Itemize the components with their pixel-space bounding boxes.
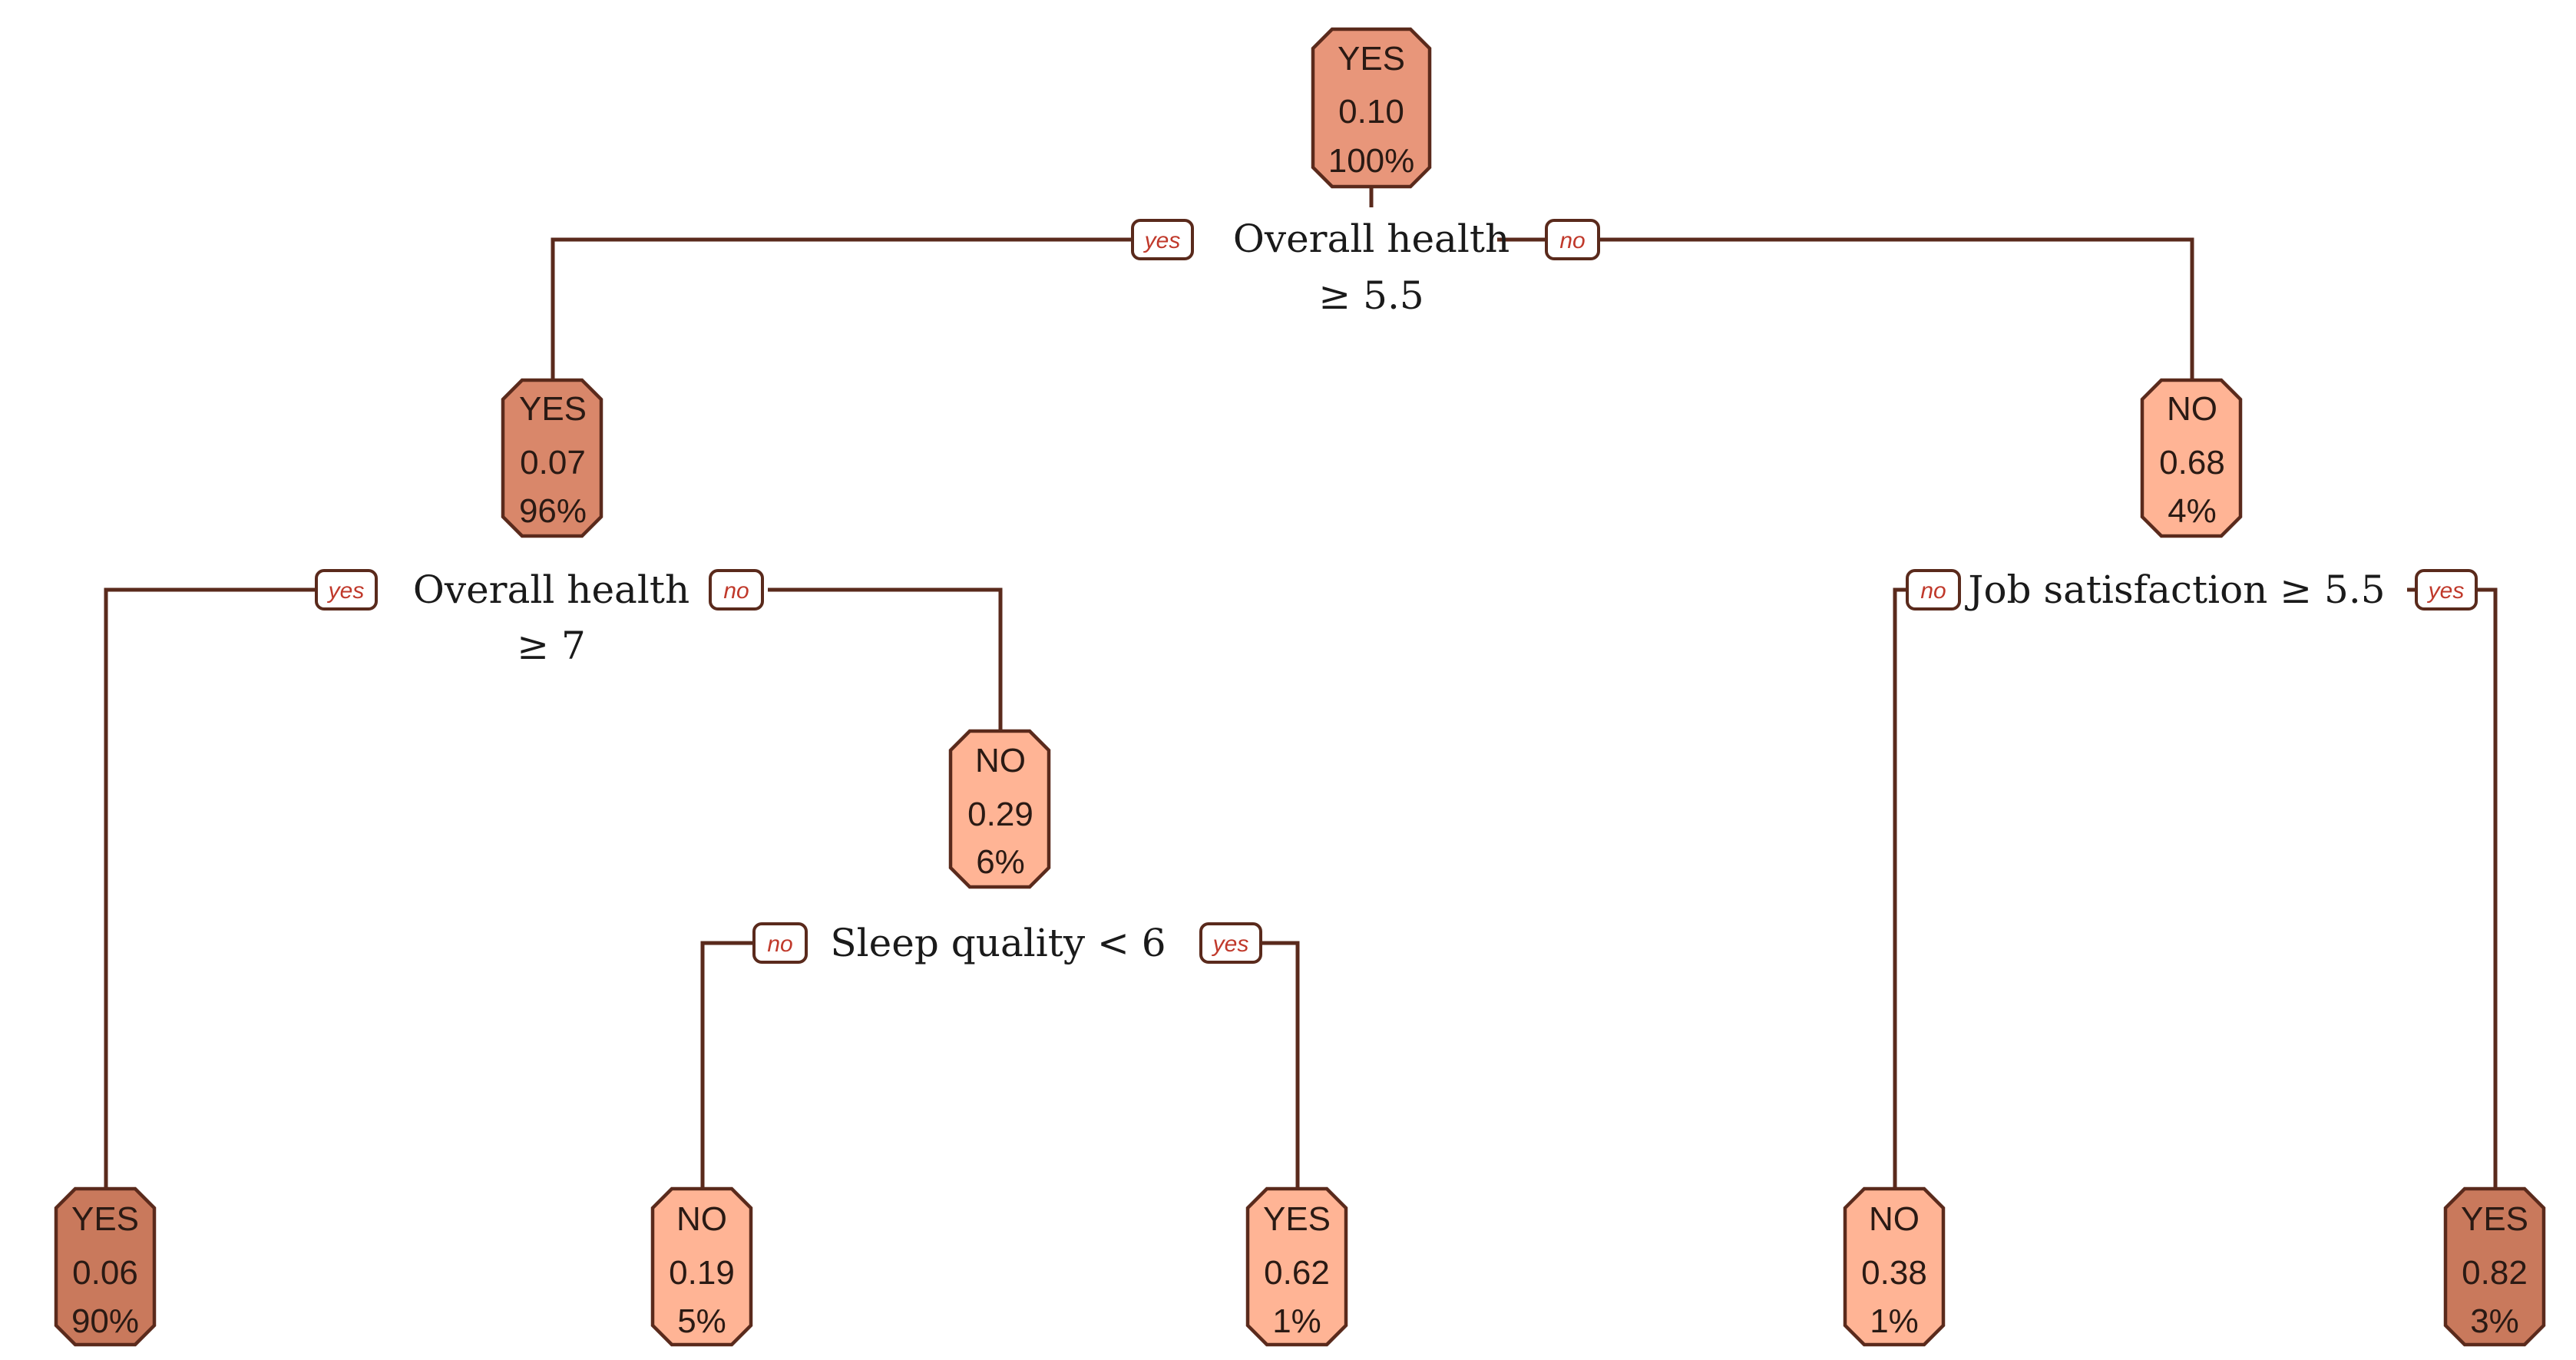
node-class: YES	[519, 390, 587, 428]
split-threshold: ≥ 5.5	[1318, 273, 1424, 318]
edge-root-right	[1497, 237, 2194, 380]
node-pct: 1%	[1870, 1302, 1919, 1340]
tree-node-leaf-yes-0.06: YES 0.06 90%	[54, 1186, 157, 1347]
node-prob: 0.07	[520, 444, 586, 481]
node-pct: 6%	[976, 843, 1025, 881]
tree-node-n5: NO 0.29 6%	[948, 729, 1051, 889]
node-class: NO	[676, 1200, 727, 1238]
branch-label-n2-no: no	[709, 569, 764, 611]
branch-label-text: no	[1559, 228, 1585, 253]
node-pct: 3%	[2470, 1302, 2519, 1340]
node-box	[1311, 27, 1432, 189]
node-prob: 0.82	[2462, 1254, 2528, 1292]
node-class: YES	[71, 1200, 139, 1238]
branch-label-n5-yes: yes	[1199, 922, 1262, 964]
node-prob: 0.29	[967, 796, 1033, 833]
edge-n2-left	[104, 587, 315, 1189]
branch-label-text: no	[1920, 578, 1946, 604]
node-prob: 0.10	[1338, 93, 1404, 131]
node-prob: 0.68	[2159, 444, 2225, 481]
edge-root-left	[551, 237, 1182, 380]
branch-label-n2-yes: yes	[315, 569, 378, 611]
branch-label-n3-yes: yes	[2415, 569, 2478, 611]
node-pct: 90%	[71, 1302, 139, 1340]
split-condition: Overall health	[1233, 217, 1510, 261]
branch-label-n3-no: no	[1906, 569, 1961, 611]
node-prob: 0.62	[1264, 1254, 1330, 1292]
branch-label-n5-no: no	[752, 922, 808, 964]
edge-n5-right	[1259, 941, 1300, 1189]
split-n5: Sleep quality < 6	[830, 921, 1166, 965]
split-n3: Job satisfaction ≥ 5.5	[1964, 567, 2385, 612]
split-condition: Job satisfaction ≥ 5.5	[1964, 567, 2385, 612]
split-condition: Sleep quality < 6	[830, 921, 1166, 965]
node-class: YES	[1338, 40, 1405, 78]
branch-label-text: yes	[327, 578, 365, 604]
branch-label-text: yes	[1143, 228, 1181, 253]
node-class: YES	[1263, 1200, 1331, 1238]
edge-n3-right	[2407, 587, 2498, 1189]
branch-label-root-no: no	[1545, 219, 1600, 260]
tree-node-root: YES 0.10 100%	[1311, 27, 1432, 189]
node-pct: 1%	[1272, 1302, 1321, 1340]
tree-node-leaf-no-0.19: NO 0.19 5%	[650, 1186, 753, 1347]
node-box	[1843, 1186, 1946, 1347]
edge-n3-left	[1893, 587, 1943, 1189]
node-box	[1245, 1186, 1348, 1347]
split-n2: Overall health ≥ 7	[413, 567, 689, 668]
node-pct: 96%	[519, 492, 587, 530]
node-pct: 100%	[1328, 142, 1415, 180]
branch-label-text: no	[767, 931, 792, 957]
tree-node-leaf-no-0.38: NO 0.38 1%	[1843, 1186, 1946, 1347]
node-prob: 0.19	[669, 1254, 735, 1292]
node-box	[948, 729, 1051, 889]
branch-label-text: yes	[1212, 931, 1249, 957]
branch-label-text: yes	[2427, 578, 2465, 604]
node-box	[650, 1186, 753, 1347]
split-root: Overall health ≥ 5.5	[1233, 217, 1510, 318]
edge-n2-right	[768, 587, 1003, 731]
node-pct: 5%	[677, 1302, 726, 1340]
node-class: NO	[1869, 1200, 1920, 1238]
node-box	[54, 1186, 157, 1347]
edge-n5-left	[700, 941, 802, 1189]
node-box	[2140, 378, 2243, 538]
split-condition: Overall health	[413, 567, 689, 612]
tree-node-leaf-yes-0.82: YES 0.82 3%	[2443, 1186, 2546, 1347]
tree-node-leaf-yes-0.62: YES 0.62 1%	[1245, 1186, 1348, 1347]
split-threshold: ≥ 7	[517, 624, 586, 668]
tree-node-n2: YES 0.07 96%	[501, 378, 603, 538]
node-prob: 0.38	[1861, 1254, 1927, 1292]
branch-label-root-yes: yes	[1131, 219, 1194, 260]
node-pct: 4%	[2168, 492, 2217, 530]
node-class: YES	[2461, 1200, 2528, 1238]
node-box	[501, 378, 603, 538]
node-class: NO	[975, 742, 1026, 779]
branch-label-text: no	[723, 578, 749, 604]
tree-edges	[104, 187, 2498, 1189]
tree-node-n3: NO 0.68 4%	[2140, 378, 2243, 538]
node-class: NO	[2167, 390, 2217, 428]
node-box	[2443, 1186, 2546, 1347]
node-prob: 0.06	[72, 1254, 138, 1292]
